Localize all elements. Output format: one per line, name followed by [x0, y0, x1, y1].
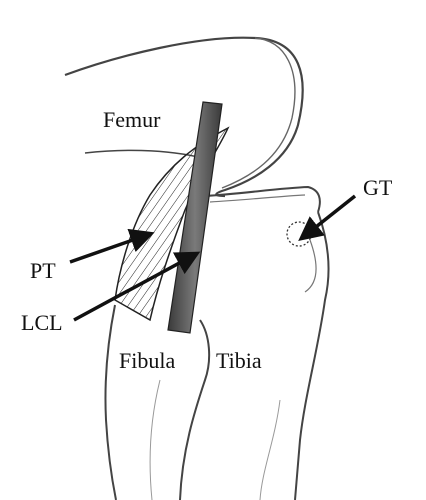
- joint-line: [204, 185, 321, 213]
- label-fibula: Fibula: [119, 348, 175, 373]
- fibula-bone: [104, 304, 211, 500]
- label-gt: GT: [363, 175, 393, 200]
- pt-arrow: [69, 228, 155, 264]
- tibia-bone: [259, 211, 330, 500]
- label-lcl: LCL: [21, 310, 63, 335]
- label-tibia: Tibia: [216, 348, 262, 373]
- label-pt: PT: [30, 258, 56, 283]
- label-femur: Femur: [103, 107, 161, 132]
- lcl-arrow: [73, 251, 201, 322]
- gt-arrow: [298, 194, 357, 242]
